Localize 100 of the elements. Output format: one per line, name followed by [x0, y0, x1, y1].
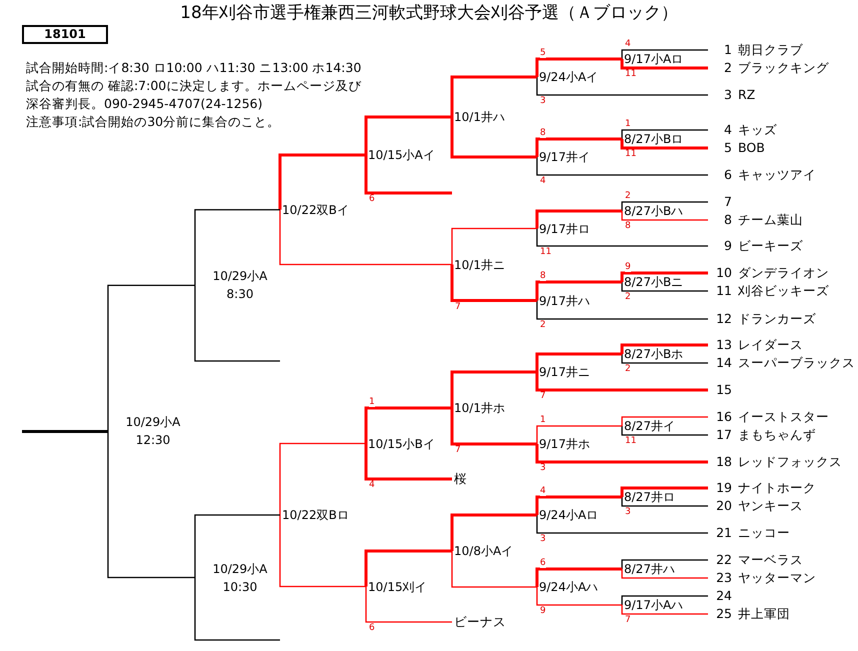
score-label: 4 — [540, 487, 546, 496]
match-label: 9/17小Aロ — [624, 52, 684, 66]
bracket-line — [194, 514, 280, 578]
score-label: 1 — [369, 398, 375, 407]
team-name: BOB — [738, 140, 765, 155]
score-label: 1 — [540, 416, 546, 425]
score-label: 6 — [369, 195, 375, 204]
bracket-line — [536, 496, 622, 515]
bracket-line — [621, 416, 708, 426]
seed-number: 13 — [715, 336, 732, 354]
seed-number: 10 — [715, 264, 732, 282]
seed-number: 23 — [715, 569, 732, 587]
team-name: 朝日クラブ — [738, 42, 803, 57]
note-text: 試合開始時間:イ8:30 ロ10:00 ハ11:30 ニ13:00 ホ14:30 — [26, 59, 362, 77]
score-label: 11 — [625, 70, 636, 79]
bracket-line — [450, 264, 537, 302]
bracket-line — [621, 129, 708, 139]
match-time: 10:30 — [222, 578, 258, 596]
team-name: スーパーブラックス — [738, 355, 855, 370]
bracket-line — [451, 228, 537, 264]
seed-number: 25 — [715, 605, 732, 623]
team-name: ブラックキング — [738, 60, 829, 75]
bracket-line — [621, 497, 708, 507]
match-label: 10/15小Aイ — [368, 148, 435, 162]
bracket-line — [364, 116, 452, 155]
match-label: 9/17井ホ — [539, 437, 590, 451]
bracket-line — [536, 444, 708, 464]
seed-number: 22 — [715, 551, 732, 569]
score-label: 11 — [625, 437, 636, 446]
match-label: 8/27小Bハ — [624, 204, 684, 218]
match-label: 10/22双Bイ — [282, 202, 349, 217]
seed-number: 5 — [723, 139, 732, 157]
score-label: 2 — [625, 293, 631, 302]
bracket-line — [450, 514, 537, 551]
bracket-line — [279, 442, 366, 515]
seed-number: 11 — [715, 282, 732, 300]
bracket-line — [621, 49, 708, 59]
team-name: レイダース — [738, 337, 803, 352]
score-label: 9 — [540, 607, 546, 616]
score-label: 3 — [625, 508, 631, 517]
bracket-line — [536, 210, 622, 228]
score-label: 2 — [540, 321, 546, 330]
bracket-line — [194, 285, 280, 362]
team-name: キッズ — [738, 122, 777, 137]
note-text: 試合の有無の 確認:7:00に決定します。ホームページ及び — [26, 77, 362, 95]
bracket-line — [621, 211, 708, 221]
bracket-line — [536, 568, 622, 587]
bracket-line — [621, 605, 708, 615]
bracket-line — [364, 155, 452, 194]
match-label: 8/27井ロ — [624, 490, 675, 504]
score-label: 1 — [625, 120, 631, 129]
bracket-line — [621, 426, 708, 436]
bracket-line — [621, 282, 708, 292]
score-label: 7 — [455, 302, 461, 312]
score-label: 11 — [625, 150, 636, 159]
bracket-line — [620, 486, 708, 497]
team-name: チーム葉山 — [738, 212, 803, 227]
bracket-line — [278, 154, 366, 210]
bracket-line — [450, 117, 537, 158]
id-box: 18101 — [22, 25, 108, 44]
match-label: 8/27小Bホ — [624, 347, 684, 361]
match-label: 10/1井ホ — [454, 401, 505, 415]
bracket-line — [536, 352, 622, 372]
match-label: 10/22双Bロ — [282, 508, 349, 522]
bracket-line — [450, 408, 537, 446]
bracket-line — [621, 569, 708, 579]
team-name: レッドフォックス — [738, 454, 842, 469]
match-label: 10/1井ニ — [454, 258, 505, 272]
bracket-line — [620, 59, 708, 70]
match-date: 10/29小A — [124, 414, 182, 432]
bracket-line — [364, 550, 452, 586]
seed-number: 7 — [723, 193, 732, 211]
match-label: 10/15小Bイ — [368, 436, 435, 450]
score-label: 8 — [540, 272, 546, 281]
match-date: 10/29小A — [212, 560, 268, 578]
bracket-line — [279, 210, 452, 266]
seed-number: 16 — [715, 408, 732, 426]
score-label: 3 — [540, 535, 546, 544]
bracket-line — [536, 515, 708, 534]
seed-number: 3 — [723, 86, 732, 104]
team-name: ドランカーズ — [738, 311, 816, 326]
bracket-line — [450, 76, 537, 117]
seed-number: 17 — [715, 426, 732, 444]
seed-number: 24 — [715, 587, 732, 605]
score-label: 7 — [455, 446, 461, 455]
bracket-line — [621, 595, 708, 605]
team-name: キャッツアイ — [738, 167, 816, 182]
match-label: 9/17井イ — [539, 150, 590, 164]
team-name: 桜 — [454, 470, 467, 488]
bracket-line — [621, 201, 708, 211]
bracket-line — [365, 586, 452, 623]
team-name: 刈谷ビッキーズ — [738, 283, 829, 298]
match-time: 8:30 — [226, 286, 254, 304]
bracket-line — [536, 138, 622, 157]
score-label: 3 — [540, 97, 546, 106]
bracket-line — [450, 370, 537, 408]
score-label: 4 — [540, 177, 546, 186]
seed-number: 20 — [715, 497, 732, 515]
seed-number: 6 — [723, 166, 732, 184]
match-label: 9/24小Aロ — [539, 508, 598, 522]
